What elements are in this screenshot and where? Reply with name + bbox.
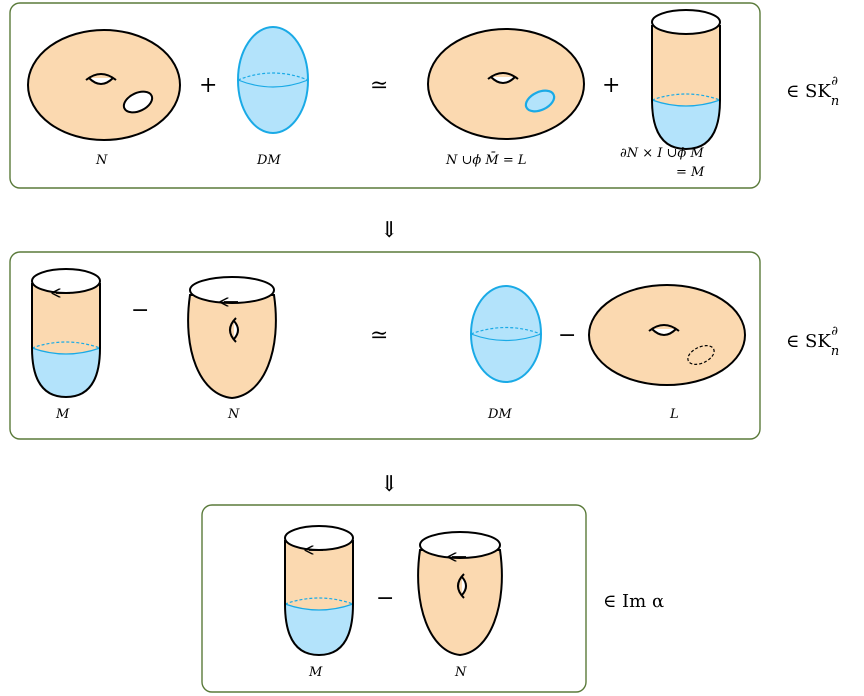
label-L-2: L <box>669 407 679 422</box>
torus-N <box>27 29 181 141</box>
handle-N <box>187 276 277 400</box>
capped-cylinder-M-3 <box>284 525 354 657</box>
label-M-line1: ∂N × I ∪ϕ M <box>620 146 704 161</box>
panel-bottom <box>201 504 587 693</box>
label-M-3: M <box>308 665 323 680</box>
plus-operator-2: + <box>602 73 620 98</box>
minus-operator-2: − <box>558 323 576 348</box>
label-M-2: M <box>55 407 70 422</box>
implies-arrow-2: ⇓ <box>380 472 398 497</box>
label-L: N ∪ϕ M̄ = L <box>445 152 527 168</box>
torus-L <box>427 28 585 140</box>
membership-Im-alpha: ∈ Im α <box>603 591 664 612</box>
panel-top <box>9 2 761 189</box>
minus-operator: − <box>131 298 149 323</box>
minus-operator-3: − <box>376 586 394 611</box>
label-N-2: N <box>227 407 240 422</box>
label-M-line2: = M <box>676 165 705 180</box>
label-N: N <box>95 153 108 168</box>
panel-middle <box>9 251 761 440</box>
simeq-operator-2: ≃ <box>370 323 388 348</box>
capped-cylinder-M <box>651 9 721 151</box>
capped-cylinder-M-2 <box>31 268 101 399</box>
handle-N-3 <box>417 531 503 657</box>
implies-arrow-1: ⇓ <box>380 218 398 243</box>
membership-SK-1: ∈ SKn∂ <box>786 74 839 109</box>
sphere-DM-2 <box>470 285 542 383</box>
plus-operator: + <box>199 73 217 98</box>
sphere-DM <box>237 26 309 134</box>
torus-L-2 <box>588 284 746 386</box>
label-DM-2: DM <box>487 407 512 422</box>
simeq-operator: ≃ <box>370 73 388 98</box>
label-DM: DM <box>256 153 281 168</box>
label-N-3: N <box>454 665 467 680</box>
membership-SK-2: ∈ SKn∂ <box>786 324 839 359</box>
